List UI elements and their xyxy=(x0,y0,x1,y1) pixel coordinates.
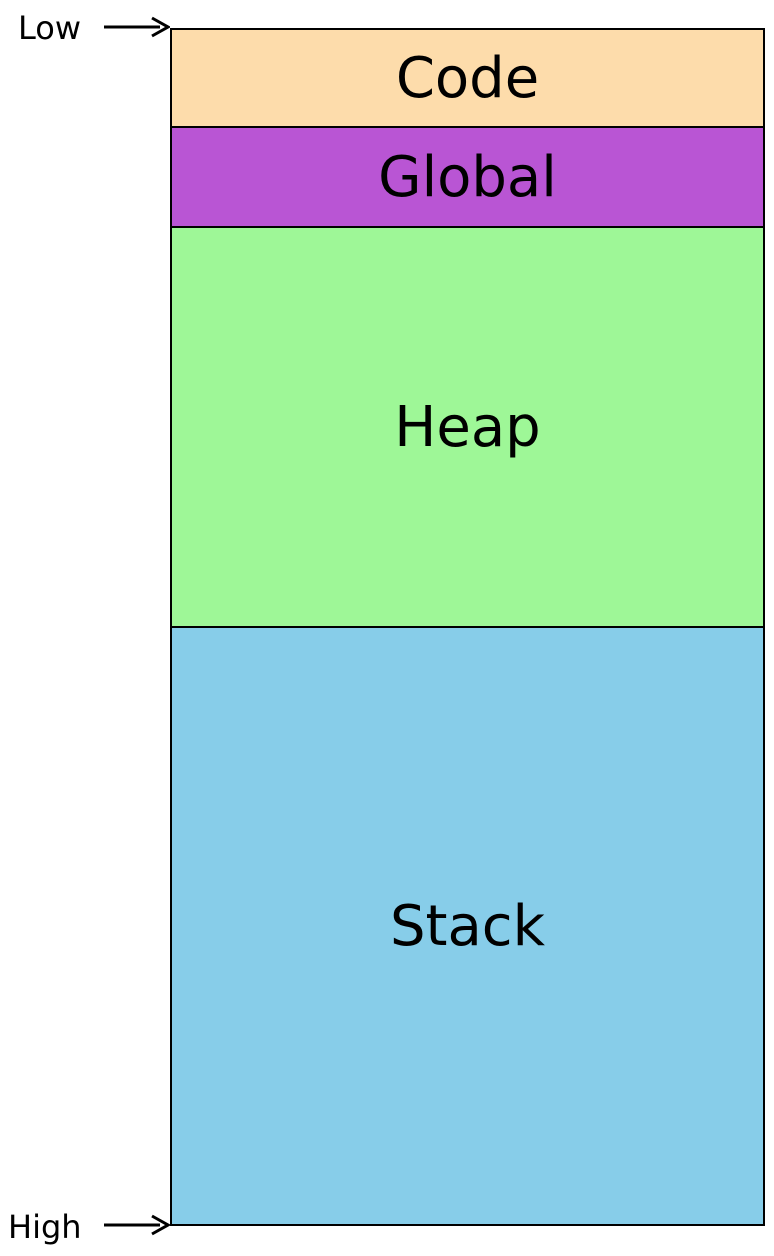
stack-segment: Stack xyxy=(170,626,765,1226)
stack-segment-label: Stack xyxy=(389,893,546,959)
right-arrow-icon xyxy=(104,16,170,38)
right-arrow-icon xyxy=(104,1214,170,1236)
heap-segment: Heap xyxy=(170,226,765,628)
high-address-label: High xyxy=(8,1208,82,1246)
heap-segment-label: Heap xyxy=(394,394,541,460)
code-segment-label: Code xyxy=(395,45,540,111)
low-address-label: Low xyxy=(18,9,82,47)
global-segment-label: Global xyxy=(378,144,557,210)
global-segment: Global xyxy=(170,126,765,228)
code-segment: Code xyxy=(170,28,765,128)
